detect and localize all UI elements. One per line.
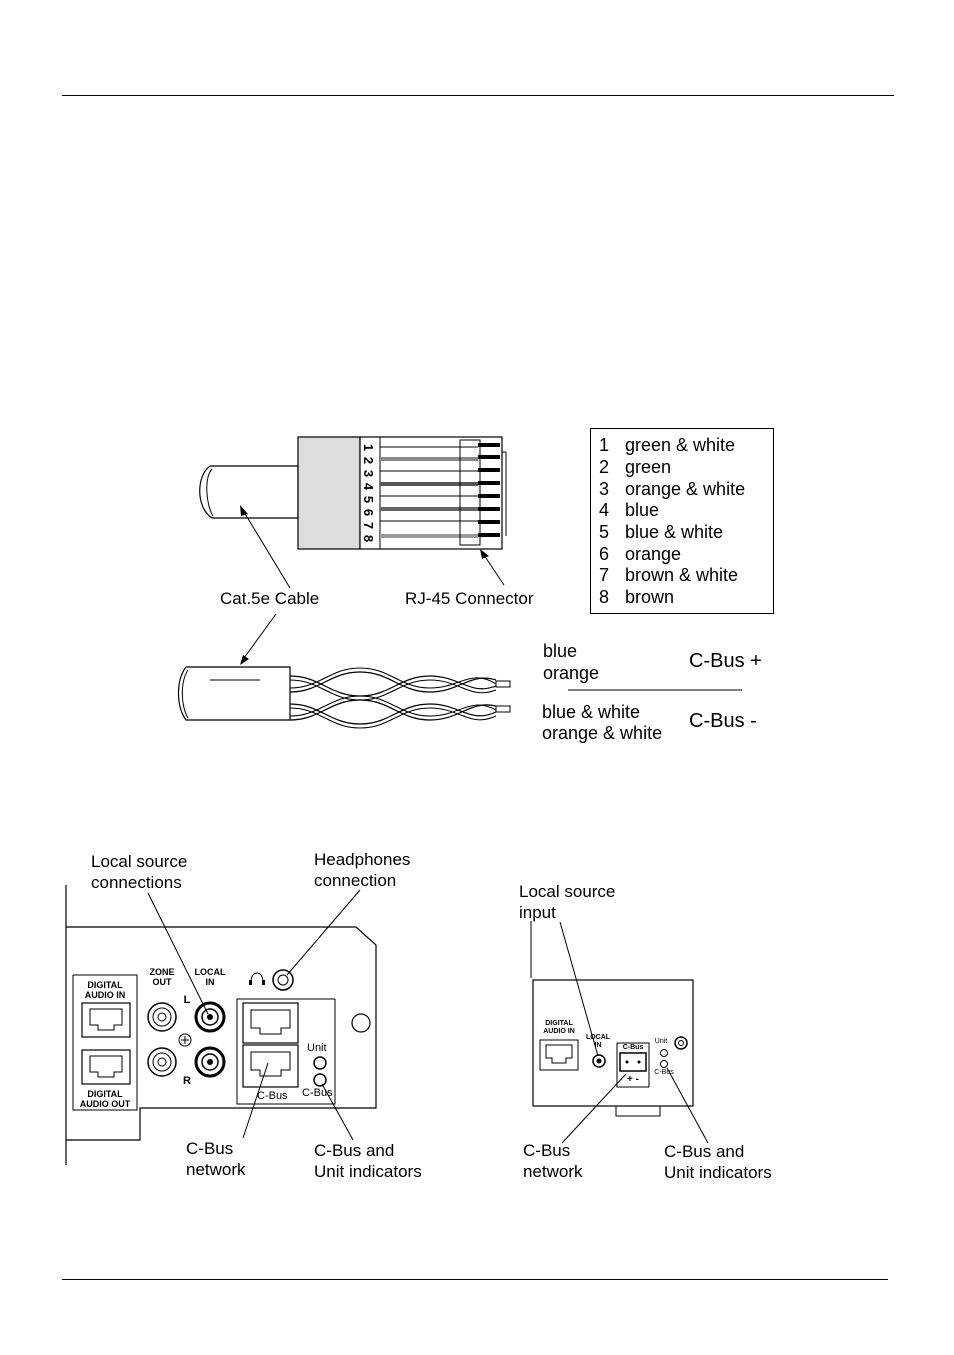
callout-local-source-connections: Local source connections xyxy=(91,852,188,892)
unit-indicator-label: Unit xyxy=(307,1042,327,1054)
pin-number-3: 3 xyxy=(361,469,377,478)
local-in-label: LOCAL IN xyxy=(194,967,226,987)
local-in-label-right: LOCAL IN xyxy=(585,1034,611,1049)
pin-numbers: 1 2 3 4 5 6 7 8 xyxy=(361,440,380,546)
digital-audio-in-label-right: DIGITAL AUDIO IN xyxy=(543,1020,575,1035)
header-rule xyxy=(62,95,894,96)
wire-orange-white-label: orange & white xyxy=(542,723,663,743)
footer-rule xyxy=(62,1279,888,1280)
rj45-connector-label: RJ-45 Connector xyxy=(405,589,534,608)
wire-blue-white-label: blue & white xyxy=(542,702,641,722)
cat5e-cable-label: Cat.5e Cable xyxy=(220,589,320,608)
r-channel-label: R xyxy=(183,1075,191,1087)
wire-orange-label: orange xyxy=(543,663,600,683)
pin-number-8: 8 xyxy=(361,534,377,543)
digital-audio-in-label: DIGITAL AUDIO IN xyxy=(84,980,126,1000)
wire-blue-label: blue xyxy=(543,641,578,661)
callout-cbus-unit-indicators-right: C-Bus and Unit indicators xyxy=(664,1142,772,1182)
pin-number-4: 4 xyxy=(361,482,377,491)
cbus-terminal-label: C-Bus xyxy=(622,1044,644,1051)
callout-cbus-network-left: C-Bus network xyxy=(186,1139,246,1179)
callout-cbus-unit-indicators-left: C-Bus and Unit indicators xyxy=(314,1141,422,1181)
l-channel-label: L xyxy=(183,994,191,1006)
callout-headphones-connection: Headphones connection xyxy=(314,850,411,890)
cbus-indicator-label: C-Bus xyxy=(302,1087,333,1099)
pin-number-6: 6 xyxy=(361,508,377,517)
zone-out-label: ZONE OUT xyxy=(149,967,175,987)
cbus-minus-label: C-Bus - xyxy=(689,710,757,732)
callout-local-source-input: Local source input xyxy=(519,882,616,922)
pin-number-7: 7 xyxy=(361,521,377,530)
cbus-indicator-label-right: C-Bus xyxy=(654,1069,674,1076)
digital-audio-out-label: DIGITAL AUDIO OUT xyxy=(79,1089,131,1109)
terminal-polarity-label: + - xyxy=(627,1074,639,1085)
cbus-port-label: C-Bus xyxy=(257,1090,288,1102)
pin-number-2: 2 xyxy=(361,456,377,465)
cbus-plus-label: C-Bus + xyxy=(689,650,762,672)
pin-number-1: 1 xyxy=(361,443,377,452)
pin-number-5: 5 xyxy=(361,495,377,504)
callout-cbus-network-right: C-Bus network xyxy=(523,1141,583,1181)
unit-indicator-label-right: Unit xyxy=(654,1038,668,1045)
